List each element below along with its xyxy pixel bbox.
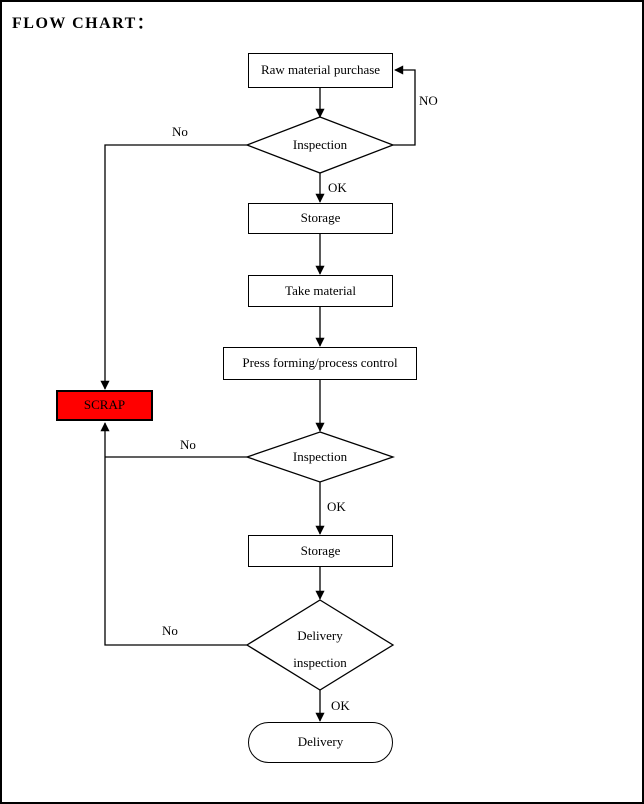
node-raw-material-purchase: Raw material purchase bbox=[248, 53, 393, 88]
edge-label-no-2: No bbox=[180, 437, 196, 452]
node-label: Delivery bbox=[297, 734, 344, 750]
edge-label-ok-2: OK bbox=[327, 499, 346, 514]
edge-inspection1-no-to-scrap bbox=[100, 144, 247, 390]
node-storage-1: Storage bbox=[248, 203, 393, 234]
inspection2-diamond-shape bbox=[244, 431, 396, 483]
inspection1-diamond-shape bbox=[245, 116, 395, 174]
node-label: Raw material purchase bbox=[260, 62, 381, 78]
edge-label-ok-3: OK bbox=[331, 698, 350, 713]
edge-label-ok-1: OK bbox=[328, 180, 347, 195]
node-take-material: Take material bbox=[248, 275, 393, 307]
node-label: Press forming/process control bbox=[242, 355, 398, 371]
node-press-forming-process-control: Press forming/process control bbox=[223, 347, 417, 380]
edge-delivery-inspection-no-to-scrap bbox=[100, 422, 247, 646]
edge-label-no-loop: NO bbox=[419, 93, 438, 108]
edge-inspection1-no-loop bbox=[393, 65, 416, 146]
page-title: FLOW CHART： bbox=[12, 15, 155, 32]
node-label: SCRAP bbox=[83, 397, 126, 413]
node-delivery: Delivery bbox=[248, 722, 393, 763]
inspection2-label: Inspection bbox=[292, 449, 348, 464]
delivery-inspection-label: Delivery inspection bbox=[250, 622, 390, 676]
node-label: Take material bbox=[285, 282, 356, 298]
node-scrap: SCRAP bbox=[56, 390, 153, 421]
edge-label-no-3: No bbox=[162, 623, 178, 638]
delivery-inspection-diamond-shape bbox=[245, 599, 395, 691]
delivery-inspection-label-line2: inspection bbox=[293, 655, 347, 670]
node-storage-2: Storage bbox=[248, 535, 393, 567]
node-label: Storage bbox=[300, 210, 341, 226]
inspection1-label: Inspection bbox=[292, 137, 348, 152]
delivery-inspection-label-line1: Delivery bbox=[297, 628, 343, 643]
node-label: Storage bbox=[300, 542, 341, 558]
edge-label-no-1: No bbox=[172, 124, 188, 139]
